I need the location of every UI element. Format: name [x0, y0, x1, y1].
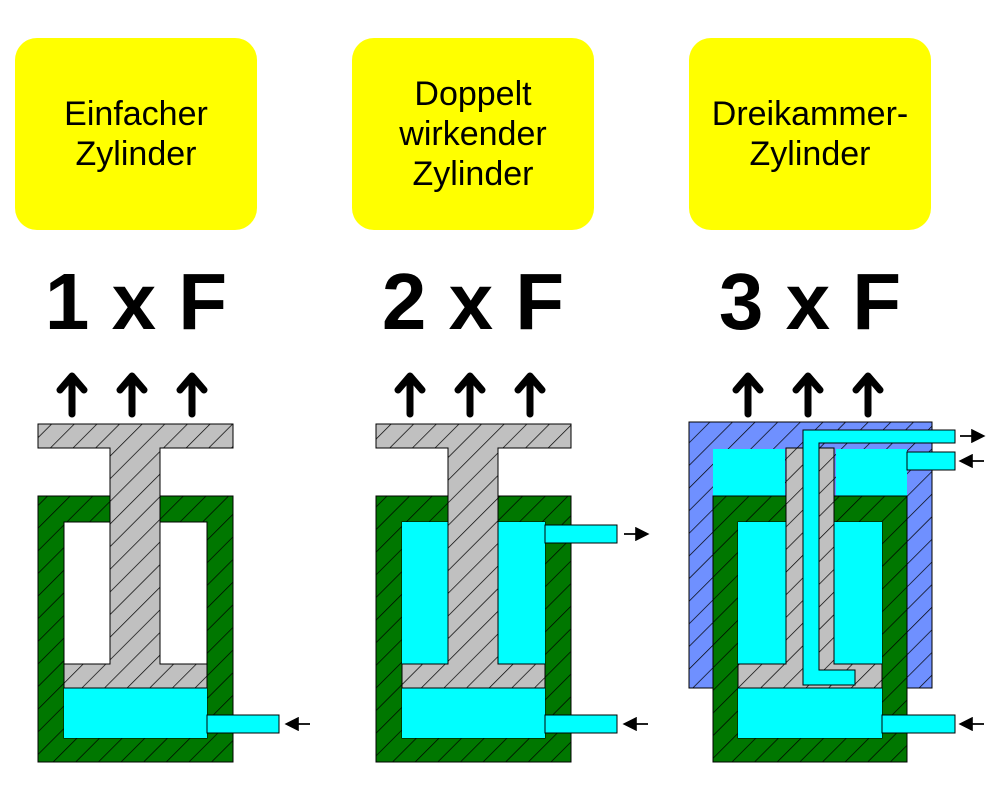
fluid-pipe-top-right — [906, 451, 956, 471]
fluid-chamber-lower — [738, 688, 882, 738]
cylinder-housing — [375, 495, 572, 763]
three-chamber-cylinder — [688, 372, 986, 763]
cylinder-type-line: Zylinder — [75, 135, 197, 173]
force-arrows-icon — [732, 372, 884, 418]
fluid-inlet-pipe — [206, 714, 280, 734]
cylinder-type-line: Zylinder — [749, 135, 871, 173]
fluid-chamber-lower — [402, 688, 545, 738]
fluid-chamber — [64, 688, 207, 738]
cylinder-type-box-2: Doppelt wirkender Zylinder — [352, 38, 594, 230]
force-label-1: 1 x F — [44, 257, 228, 346]
cylinder-type-line: wirkender — [399, 115, 547, 153]
fluid-outlet-pipe — [544, 524, 618, 544]
single-acting-cylinder — [37, 372, 310, 763]
force-arrows-icon — [56, 372, 208, 418]
fluid-chamber-mid-right — [834, 522, 882, 664]
double-acting-cylinder — [375, 372, 650, 763]
fluid-chamber-top-right — [836, 449, 907, 497]
internal-channel — [802, 429, 956, 686]
fluid-inlet-pipe — [881, 714, 956, 734]
piston — [375, 423, 572, 689]
cylinder-type-line: Zylinder — [412, 155, 534, 193]
force-label-2: 2 x F — [381, 257, 565, 346]
fluid-chamber-upper-right — [498, 522, 545, 664]
fluid-chamber-mid-left — [738, 522, 786, 664]
cylinder-housing — [37, 495, 234, 763]
fluid-inlet-pipe — [544, 714, 618, 734]
force-label-3: 3 x F — [718, 257, 902, 346]
cylinder-type-line: Dreikammer- — [711, 95, 909, 133]
cylinder-type-box-1: Einfacher Zylinder — [15, 38, 257, 230]
fluid-chamber-top-left — [713, 449, 785, 497]
cylinder-type-box-3: Dreikammer- Zylinder — [689, 38, 931, 230]
piston — [37, 423, 234, 689]
cylinder-type-line: Einfacher — [64, 95, 208, 133]
cylinder-type-line: Doppelt — [414, 75, 532, 113]
fluid-chamber-upper-left — [402, 522, 448, 664]
force-arrows-icon — [394, 372, 546, 418]
